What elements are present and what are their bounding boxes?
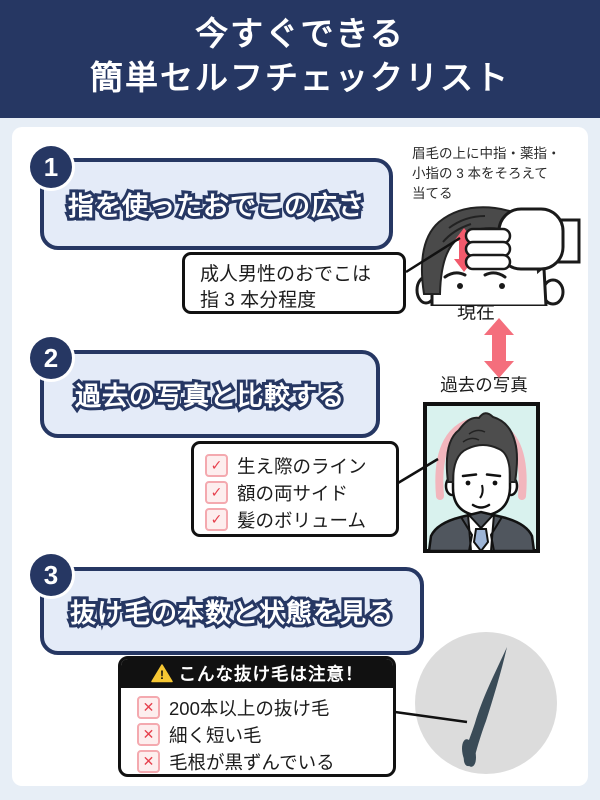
photo-checklist-callout: ✓ 生え際のライン ✓ 額の両サイド ✓ 髪のボリューム	[191, 441, 399, 537]
x-icon: ✕	[137, 750, 160, 773]
checklist-item: ✓ 生え際のライン	[205, 452, 396, 479]
label-past-photo: 過去の写真	[440, 375, 528, 395]
section3-number-badge: 3	[30, 554, 72, 596]
callout-line: 成人男性のおでこは	[200, 264, 372, 285]
page-title-line2: 簡単セルフチェックリスト	[90, 59, 510, 96]
checklist-item: ✓ 髪のボリューム	[205, 506, 396, 533]
past-photo-illustration	[423, 402, 540, 553]
section2-title: 過去の写真と比較する	[75, 376, 345, 413]
section1-heading-box: 指を使ったおでこの広さ	[40, 158, 393, 250]
warning-item-label: 毛根が黒ずんでいる	[169, 751, 335, 773]
warning-box: ! こんな抜け毛は注意！ ✕ 200本以上の抜け毛 ✕ 細く短い毛 ✕ 毛根が黒…	[118, 656, 396, 777]
title-banner: 今すぐできる 簡単セルフチェックリスト	[0, 0, 600, 118]
label-now: 現在	[456, 302, 495, 323]
caption-line: 当てる	[412, 186, 453, 201]
check-icon: ✓	[205, 481, 228, 504]
section3-heading-box: 抜け毛の本数と状態を見る	[40, 567, 424, 655]
warning-triangle-icon: !	[150, 664, 173, 683]
checklist-item: ✓ 額の両サイド	[205, 479, 396, 506]
section1-title: 指を使ったおでこの広さ	[68, 186, 365, 223]
warning-item-label: 細く短い毛	[169, 724, 262, 746]
caption-line: 小指の 3 本をそろえて	[412, 166, 548, 181]
check-icon: ✓	[205, 454, 228, 477]
warning-item: ✕ 200本以上の抜け毛	[137, 694, 393, 721]
warning-list: ✕ 200本以上の抜け毛 ✕ 細く短い毛 ✕ 毛根が黒ずんでいる	[121, 688, 393, 774]
callout-line: 指 3 本分程度	[200, 290, 317, 311]
page-title-line1: 今すぐできる	[195, 15, 405, 52]
warning-item: ✕ 細く短い毛	[137, 721, 393, 748]
checklist-item-label: 額の両サイド	[237, 482, 349, 504]
warning-header: ! こんな抜け毛は注意！	[121, 659, 393, 688]
section2-number-badge: 2	[30, 337, 72, 379]
check-icon: ✓	[205, 508, 228, 531]
section1-number-badge: 1	[30, 146, 72, 188]
caption-line: 眉毛の上に中指・薬指・	[412, 146, 561, 161]
section3-title: 抜け毛の本数と状態を見る	[70, 593, 394, 630]
finger-instruction-caption: 眉毛の上に中指・薬指・ 小指の 3 本をそろえて 当てる	[412, 144, 600, 204]
svg-text:!: !	[160, 668, 164, 682]
forehead-measure-illustration	[415, 206, 581, 306]
forehead-callout: 成人男性のおでこは 指 3 本分程度	[182, 252, 406, 314]
warning-title: こんな抜け毛は注意！	[178, 664, 364, 684]
x-icon: ✕	[137, 723, 160, 746]
hair-root-illustration	[415, 632, 557, 774]
checklist-item-label: 生え際のライン	[237, 455, 367, 477]
section2-heading-box: 過去の写真と比較する	[40, 350, 380, 438]
checklist-item-label: 髪のボリューム	[237, 509, 366, 531]
x-icon: ✕	[137, 696, 160, 719]
warning-item: ✕ 毛根が黒ずんでいる	[137, 748, 393, 774]
warning-item-label: 200本以上の抜け毛	[169, 697, 330, 719]
